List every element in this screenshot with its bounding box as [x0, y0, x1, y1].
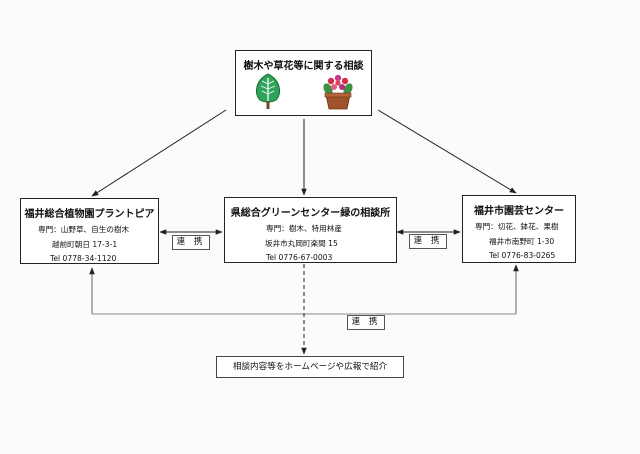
plantpia-box: 福井総合植物園プラントピア 専門：山野草、自生の樹木 越前町朝日 17-3-1 …: [20, 198, 159, 264]
green-center-specialty: 専門：樹木、特用林産: [266, 224, 342, 233]
consultation-topic-box: 樹木や草花等に関する相談: [235, 50, 372, 116]
plantpia-tel: Tel 0778-34-1120: [50, 254, 117, 263]
plantpia-specialty: 専門：山野草、自生の樹木: [38, 225, 130, 234]
green-center-address: 坂井市丸岡町楽間 15: [265, 239, 338, 248]
link-center-right-label: 連 携: [409, 234, 447, 249]
tree-leaf-icon: [255, 73, 281, 109]
arrow-top-to-right: [377, 109, 517, 194]
topic-title: 樹木や草花等に関する相談: [243, 61, 364, 72]
arrow-top-to-left: [91, 109, 227, 197]
fukui-horticulture-tel: Tel 0776-83-0265: [489, 251, 556, 260]
plantpia-address: 越前町朝日 17-3-1: [52, 240, 118, 249]
publicity-box: 相談内容等をホームページや広報で紹介: [216, 356, 404, 378]
link-bottom-label: 連 携: [347, 315, 385, 330]
fukui-horticulture-specialty: 専門：切花、鉢花、果樹: [475, 222, 559, 231]
green-center-title: 県総合グリーンセンター緑の相談所: [230, 208, 391, 219]
link-left-center-label: 連 携: [172, 235, 210, 250]
plantpia-title: 福井総合植物園プラントピア: [24, 209, 155, 220]
fukui-horticulture-box: 福井市園芸センター 専門：切花、鉢花、果樹 福井市南野町 1-30 Tel 07…: [462, 195, 576, 263]
flower-pot-icon: [323, 74, 353, 110]
green-center-tel: Tel 0776-67-0003: [266, 253, 333, 262]
green-center-box: 県総合グリーンセンター緑の相談所 専門：樹木、特用林産 坂井市丸岡町楽間 15 …: [224, 197, 397, 263]
fukui-horticulture-title: 福井市園芸センター: [474, 206, 564, 217]
fukui-horticulture-address: 福井市南野町 1-30: [489, 237, 555, 246]
